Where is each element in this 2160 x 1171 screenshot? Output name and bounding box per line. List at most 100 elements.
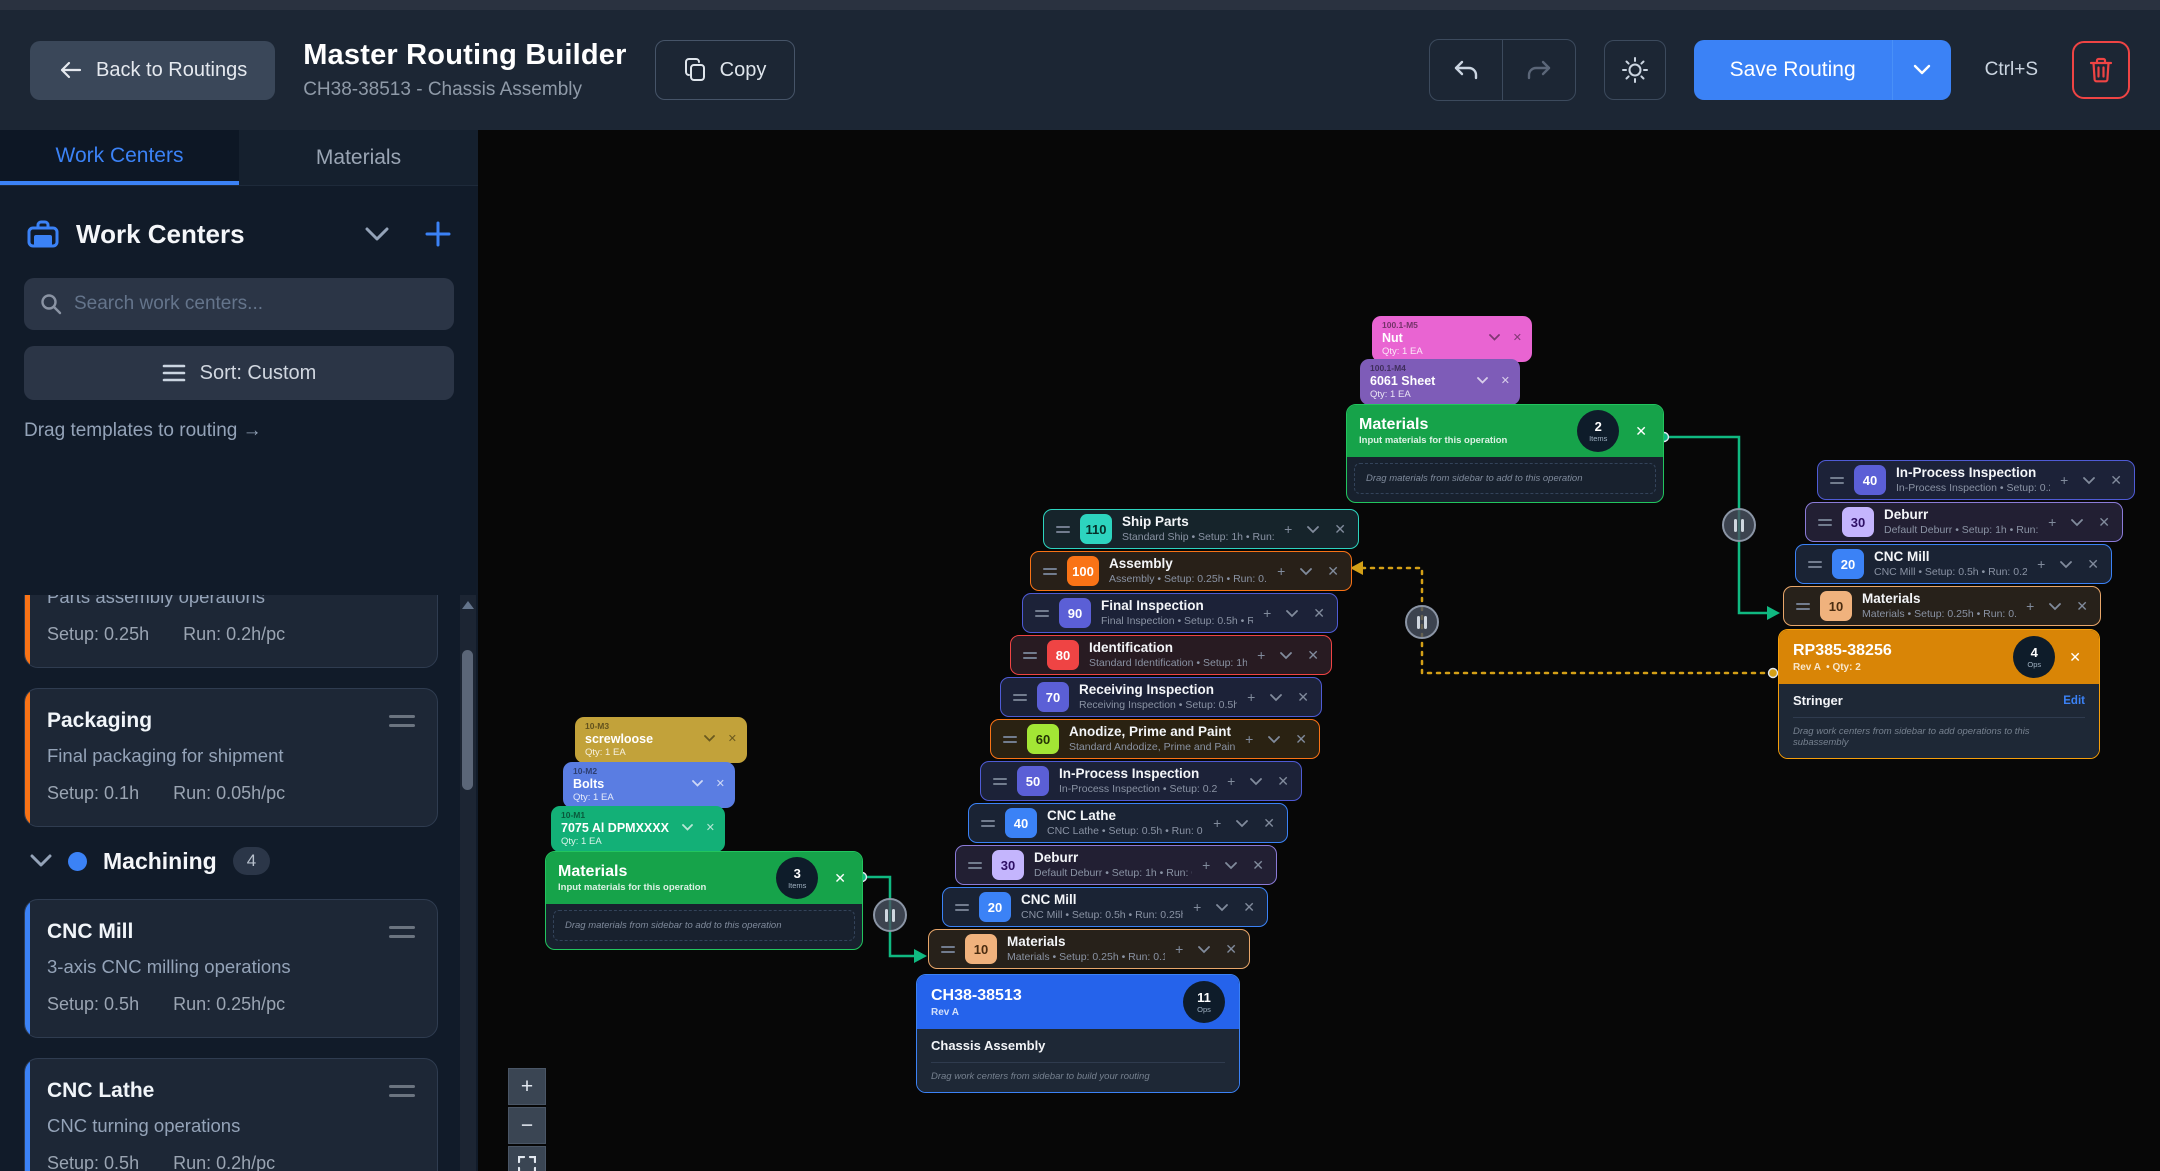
op-drag-handle-icon[interactable] bbox=[1818, 516, 1832, 529]
chip-remove-icon[interactable]: ✕ bbox=[715, 778, 725, 790]
right-op-40-in-process-inspection[interactable]: 40 In-Process Inspection In-Process Insp… bbox=[1817, 460, 2135, 500]
op-add-icon[interactable]: + bbox=[1247, 689, 1256, 705]
right-op-30-deburr[interactable]: 30 Deburr Default Deburr • Setup: 1h • R… bbox=[1805, 502, 2123, 542]
right-op-10-materials[interactable]: 10 Materials Materials • Setup: 0.25h • … bbox=[1783, 586, 2101, 626]
op-expand-chevron-icon[interactable] bbox=[2083, 472, 2096, 488]
op-remove-icon[interactable]: ✕ bbox=[1313, 604, 1325, 621]
op-expand-chevron-icon[interactable] bbox=[1268, 731, 1281, 747]
theme-toggle-button[interactable] bbox=[1603, 40, 1666, 100]
op-expand-chevron-icon[interactable] bbox=[1225, 857, 1238, 873]
op-remove-icon[interactable]: ✕ bbox=[1297, 688, 1309, 705]
materials-group-node-1[interactable]: Materials Input materials for this opera… bbox=[1346, 404, 1664, 503]
op-expand-chevron-icon[interactable] bbox=[1300, 563, 1313, 579]
center-op-100-assembly[interactable]: 100 Assembly Assembly • Setup: 0.25h • R… bbox=[1030, 551, 1352, 591]
scrollbar-up-arrow-icon[interactable] bbox=[462, 601, 474, 609]
op-expand-chevron-icon[interactable] bbox=[1307, 521, 1320, 537]
redo-button[interactable] bbox=[1503, 40, 1575, 100]
right-op-20-cnc-mill[interactable]: 20 CNC Mill CNC Mill • Setup: 0.5h • Run… bbox=[1795, 544, 2112, 584]
material-chip-screwloose[interactable]: 10-M3 screwloose Qty: 1 EA ✕ bbox=[575, 717, 747, 763]
op-add-icon[interactable]: + bbox=[1245, 731, 1254, 747]
op-add-icon[interactable]: + bbox=[1257, 647, 1266, 663]
op-drag-handle-icon[interactable] bbox=[1013, 691, 1027, 704]
chip-expand-chevron-icon[interactable] bbox=[681, 822, 693, 836]
save-dropdown-toggle[interactable] bbox=[1893, 64, 1951, 76]
op-add-icon[interactable]: + bbox=[2026, 598, 2035, 614]
op-expand-chevron-icon[interactable] bbox=[1270, 689, 1283, 705]
op-add-icon[interactable]: + bbox=[1263, 605, 1272, 621]
op-add-icon[interactable]: + bbox=[2037, 556, 2046, 572]
center-op-30-deburr[interactable]: 30 Deburr Default Deburr • Setup: 1h • R… bbox=[955, 845, 1277, 885]
op-drag-handle-icon[interactable] bbox=[968, 859, 982, 872]
op-drag-handle-icon[interactable] bbox=[1830, 474, 1844, 487]
op-expand-chevron-icon[interactable] bbox=[2071, 514, 2084, 530]
material-chip-nut[interactable]: 100.1-M5 Nut Qty: 1 EA ✕ bbox=[1372, 316, 1532, 362]
op-remove-icon[interactable]: ✕ bbox=[2087, 555, 2099, 572]
delete-routing-button[interactable] bbox=[2072, 41, 2130, 99]
edge-subassembly-to-assembly-connection-dot[interactable] bbox=[1767, 667, 1779, 679]
center-op-90-final-inspection[interactable]: 90 Final Inspection Final Inspection • S… bbox=[1022, 593, 1338, 633]
center-op-50-in-process-inspection[interactable]: 50 In-Process Inspection In-Process Insp… bbox=[980, 761, 1302, 801]
op-drag-handle-icon[interactable] bbox=[1035, 607, 1049, 620]
center-op-60-anodize-prime-and-paint[interactable]: 60 Anodize, Prime and PaintOutside Proce… bbox=[990, 719, 1320, 759]
root-part-node[interactable]: CH38-38513 Rev A 11 Ops Chassis Assembly… bbox=[916, 974, 1240, 1093]
op-expand-chevron-icon[interactable] bbox=[2060, 556, 2073, 572]
op-drag-handle-icon[interactable] bbox=[993, 775, 1007, 788]
scrollbar-thumb[interactable] bbox=[462, 650, 473, 790]
center-op-70-receiving-inspection[interactable]: 70 Receiving Inspection Receiving Inspec… bbox=[1000, 677, 1322, 717]
sidebar-scrollbar[interactable] bbox=[460, 595, 476, 1171]
subassembly-remove-icon[interactable]: ✕ bbox=[2069, 648, 2081, 665]
chip-expand-chevron-icon[interactable] bbox=[703, 733, 715, 747]
materials-remove-icon[interactable]: ✕ bbox=[834, 869, 846, 886]
op-remove-icon[interactable]: ✕ bbox=[1334, 520, 1346, 537]
op-drag-handle-icon[interactable] bbox=[955, 901, 969, 914]
op-expand-chevron-icon[interactable] bbox=[2049, 598, 2062, 614]
card-drag-handle-icon[interactable] bbox=[389, 920, 415, 944]
op-add-icon[interactable]: + bbox=[1227, 773, 1236, 789]
op-remove-icon[interactable]: ✕ bbox=[1307, 646, 1319, 663]
op-add-icon[interactable]: + bbox=[1284, 521, 1293, 537]
center-op-20-cnc-mill[interactable]: 20 CNC Mill CNC Mill • Setup: 0.5h • Run… bbox=[942, 887, 1268, 927]
card-drag-handle-icon[interactable] bbox=[389, 1079, 415, 1103]
sort-button[interactable]: Sort: Custom bbox=[24, 346, 454, 400]
card-drag-handle-icon[interactable] bbox=[389, 709, 415, 733]
group-header-machining[interactable]: Machining 4 bbox=[30, 847, 454, 875]
op-expand-chevron-icon[interactable] bbox=[1236, 815, 1249, 831]
op-remove-icon[interactable]: ✕ bbox=[2098, 513, 2110, 530]
chip-expand-chevron-icon[interactable] bbox=[1476, 375, 1488, 389]
op-add-icon[interactable]: + bbox=[2048, 514, 2057, 530]
fit-view-button[interactable] bbox=[508, 1146, 546, 1171]
material-chip-bolts[interactable]: 10-M2 Bolts Qty: 1 EA ✕ bbox=[563, 762, 735, 808]
chip-expand-chevron-icon[interactable] bbox=[691, 778, 703, 792]
add-work-center-icon[interactable] bbox=[424, 220, 452, 248]
op-expand-chevron-icon[interactable] bbox=[1250, 773, 1263, 789]
op-add-icon[interactable]: + bbox=[1193, 899, 1202, 915]
subassembly-edit-link[interactable]: Edit bbox=[2063, 694, 2085, 707]
op-remove-icon[interactable]: ✕ bbox=[1243, 898, 1255, 915]
op-drag-handle-icon[interactable] bbox=[1043, 565, 1057, 578]
op-expand-chevron-icon[interactable] bbox=[1198, 941, 1211, 957]
op-remove-icon[interactable]: ✕ bbox=[1263, 814, 1275, 831]
material-chip-6061-sheet[interactable]: 100.1-M4 6061 Sheet Qty: 1 EA ✕ bbox=[1360, 359, 1520, 405]
op-add-icon[interactable]: + bbox=[2060, 472, 2069, 488]
undo-button[interactable] bbox=[1430, 40, 1502, 100]
op-remove-icon[interactable]: ✕ bbox=[1295, 730, 1307, 747]
op-add-icon[interactable]: + bbox=[1277, 563, 1286, 579]
materials-remove-icon[interactable]: ✕ bbox=[1635, 422, 1647, 439]
op-remove-icon[interactable]: ✕ bbox=[1327, 562, 1339, 579]
op-remove-icon[interactable]: ✕ bbox=[2076, 597, 2088, 614]
op-add-icon[interactable]: + bbox=[1175, 941, 1184, 957]
tab-work-centers[interactable]: Work Centers bbox=[0, 130, 239, 185]
center-op-10-materials[interactable]: 10 Materials Materials • Setup: 0.25h • … bbox=[928, 929, 1250, 969]
edge-reroute-handle-2[interactable] bbox=[1722, 508, 1756, 542]
op-expand-chevron-icon[interactable] bbox=[1216, 899, 1229, 915]
zoom-in-button[interactable]: + bbox=[508, 1068, 546, 1105]
op-drag-handle-icon[interactable] bbox=[1796, 600, 1810, 613]
material-chip-7075-al-dpmxxxx[interactable]: 10-M1 7075 Al DPMXXXX Qty: 1 EA ✕ bbox=[551, 806, 725, 852]
subassembly-node[interactable]: RP385-38256 Rev A • Qty: 2 4 Ops ✕ Strin… bbox=[1778, 629, 2100, 759]
op-drag-handle-icon[interactable] bbox=[1808, 558, 1822, 571]
op-remove-icon[interactable]: ✕ bbox=[1252, 856, 1264, 873]
